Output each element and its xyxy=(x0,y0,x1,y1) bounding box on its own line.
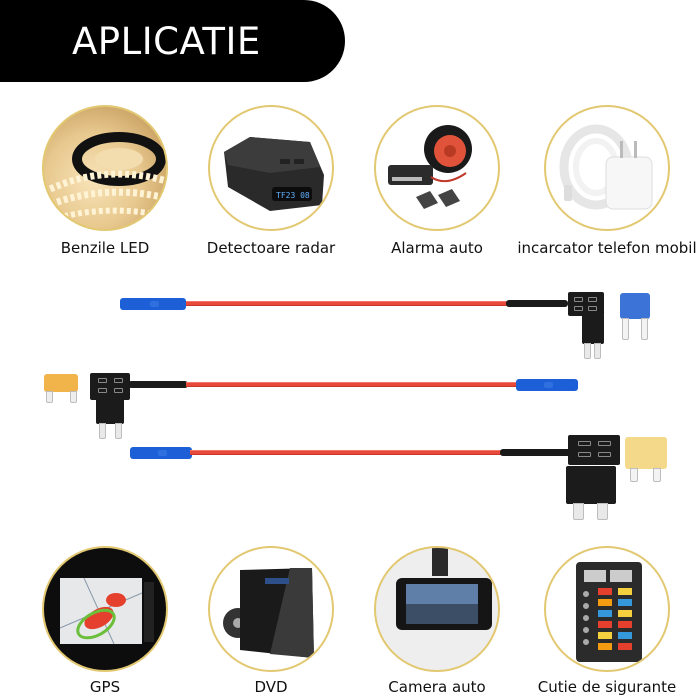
blue-butt-connector xyxy=(130,447,192,459)
red-wire xyxy=(190,450,502,455)
label-car-alarm: Alarma auto xyxy=(391,239,483,257)
blue-butt-connector xyxy=(120,298,186,310)
fuse-box-icon xyxy=(544,546,670,672)
app-dash-camera: Camera auto xyxy=(372,546,502,696)
label-dvd-player: DVD xyxy=(254,678,288,696)
black-wire xyxy=(506,300,568,307)
black-wire xyxy=(128,381,188,388)
radar-detector-icon: TF23 08 xyxy=(208,105,334,231)
app-phone-charger: incarcator telefon mobil xyxy=(517,105,697,257)
app-led-strip: Benzile LED xyxy=(40,105,170,257)
label-led-strip: Benzile LED xyxy=(60,239,150,257)
dash-camera-icon xyxy=(374,546,500,672)
app-dvd-player: DVD xyxy=(206,546,336,696)
app-radar-detector: TF23 08 Detectoare radar xyxy=(206,105,336,257)
standard-yellow-fuse-icon xyxy=(625,437,667,469)
label-gps: GPS xyxy=(89,678,121,696)
fuse-tap-holder xyxy=(568,292,604,316)
app-gps: GPS xyxy=(40,546,170,696)
black-wire xyxy=(500,449,572,456)
fuse-tap-body xyxy=(566,466,616,504)
radar-display-text: TF23 08 xyxy=(276,191,310,200)
red-wire xyxy=(186,301,508,306)
fuse-tap-body xyxy=(582,314,604,344)
label-radar-detector: Detectoare radar xyxy=(206,239,336,257)
title-banner: APLICATIE xyxy=(0,0,345,82)
fuse-tap-holder xyxy=(90,373,130,400)
app-fuse-box: Cutie de sigurante xyxy=(538,546,676,696)
phone-charger-icon xyxy=(544,105,670,231)
car-alarm-icon xyxy=(374,105,500,231)
mini-blue-fuse-icon xyxy=(620,293,650,319)
low-profile-orange-fuse-icon xyxy=(44,374,78,392)
blue-butt-connector xyxy=(516,379,578,391)
red-wire xyxy=(186,382,518,387)
label-dash-camera: Camera auto xyxy=(388,678,486,696)
fuse-tap-holder xyxy=(568,435,620,465)
label-phone-charger: incarcator telefon mobil xyxy=(517,239,697,257)
app-car-alarm: Alarma auto xyxy=(372,105,502,257)
label-fuse-box: Cutie de sigurante xyxy=(537,678,677,696)
fuse-tap-body xyxy=(96,398,124,424)
page-title: APLICATIE xyxy=(72,19,261,63)
led-strip-icon xyxy=(42,105,168,231)
dvd-player-icon xyxy=(208,546,334,672)
gps-icon xyxy=(42,546,168,672)
